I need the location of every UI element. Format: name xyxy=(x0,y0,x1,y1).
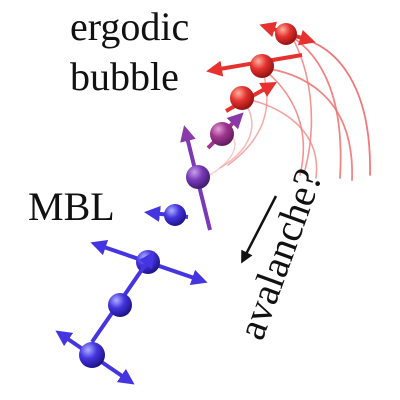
spin-mbl-4 xyxy=(55,330,135,385)
spin-transition-1 xyxy=(206,112,244,150)
avalanche-arrow xyxy=(241,195,278,264)
ergodic-label: ergodic xyxy=(70,4,189,49)
avalanche-label: avalanche? xyxy=(228,163,331,345)
bubble-label: bubble xyxy=(70,54,179,99)
mbl-label: MBL xyxy=(28,184,115,229)
spin-mbl-3 xyxy=(90,251,155,344)
spin-ergodic-2 xyxy=(206,53,303,78)
spin-ergodic-1 xyxy=(259,21,316,46)
spin-ergodic-3 xyxy=(225,82,277,113)
spin-transition-2 xyxy=(180,125,212,231)
spin-mbl-1 xyxy=(144,204,189,226)
